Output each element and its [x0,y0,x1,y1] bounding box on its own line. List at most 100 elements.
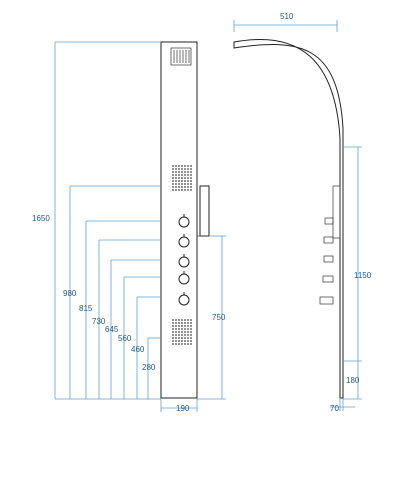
jet-nozzle [184,343,186,345]
jet-nozzle [181,319,183,321]
jet-nozzle [172,168,174,170]
jet-nozzle [181,180,183,182]
knob-5[interactable] [178,292,190,306]
jet-nozzle [181,165,183,167]
side-arm-outline [233,38,344,399]
side-dimension-lines [233,20,362,411]
jet-nozzle [184,168,186,170]
jet-nozzle [190,189,192,191]
jet-nozzle [181,171,183,173]
jet-nozzle [175,180,177,182]
upper-body-jets [172,165,192,191]
side-controls [319,185,341,305]
jet-nozzle [190,343,192,345]
knob-2[interactable] [178,234,190,248]
jet-nozzle [172,177,174,179]
jet-nozzle [175,165,177,167]
jet-nozzle [184,325,186,327]
jet-nozzle [190,186,192,188]
jet-nozzle [178,334,180,336]
jet-nozzle [184,319,186,321]
jet-nozzle [175,319,177,321]
jet-nozzle [172,165,174,167]
jet-nozzle [172,171,174,173]
jet-nozzle [190,177,192,179]
jet-nozzle [181,337,183,339]
jet-nozzle [172,183,174,185]
dim-total-height: 1650 [32,214,50,223]
jet-nozzle [181,325,183,327]
jet-nozzle [175,177,177,179]
jet-nozzle [172,174,174,176]
knob-4[interactable] [178,271,190,285]
jet-nozzle [181,322,183,324]
jet-nozzle [175,328,177,330]
dim-outlet-980: 980 [63,289,77,298]
jet-nozzle [187,174,189,176]
control-knobs [178,214,190,306]
rain-shower-head [170,47,192,66]
jet-nozzle [190,331,192,333]
dim-projection: 510 [280,12,294,21]
jet-nozzle [184,340,186,342]
jet-nozzle [175,186,177,188]
jet-nozzle [181,343,183,345]
jet-nozzle [175,322,177,324]
jet-nozzle [184,183,186,185]
dim-side-height: 750 [212,313,226,322]
hand-shower [199,185,210,237]
knob-1[interactable] [178,214,190,228]
jet-nozzle [187,186,189,188]
jet-nozzle [184,186,186,188]
jet-nozzle [181,331,183,333]
jet-nozzle [187,325,189,327]
jet-nozzle [172,189,174,191]
dim-outlet-815: 815 [79,304,93,313]
jet-nozzle [175,331,177,333]
jet-nozzle [172,186,174,188]
jet-nozzle [175,171,177,173]
dim-bottom-height: 180 [346,376,360,385]
jet-nozzle [184,337,186,339]
dim-outlet-280: 280 [142,363,156,372]
jet-nozzle [172,340,174,342]
jet-nozzle [190,325,192,327]
jet-nozzle [190,168,192,170]
jet-nozzle [184,180,186,182]
jet-nozzle [178,189,180,191]
jet-nozzle [187,165,189,167]
jet-nozzle [172,180,174,182]
dim-depth: 70 [330,404,339,413]
jet-nozzle [184,334,186,336]
jet-nozzle [181,328,183,330]
jet-nozzle [187,180,189,182]
jet-nozzle [187,183,189,185]
jet-nozzle [181,183,183,185]
jet-nozzle [187,343,189,345]
jet-nozzle [178,171,180,173]
side-view: 510 1150 180 70 [233,12,372,413]
jet-nozzle [184,189,186,191]
jet-nozzle [181,334,183,336]
jet-nozzle [178,340,180,342]
jet-nozzle [184,174,186,176]
front-view: 1650 980 815 730 645 560 460 280 190 750 [32,41,226,413]
jet-nozzle [178,180,180,182]
jet-nozzle [178,325,180,327]
jet-nozzle [175,189,177,191]
jet-nozzle [187,334,189,336]
jet-nozzle [187,177,189,179]
jet-nozzle [190,165,192,167]
jet-nozzle [175,183,177,185]
jet-nozzle [184,165,186,167]
jet-nozzle [178,177,180,179]
jet-nozzle [187,168,189,170]
knob-3[interactable] [178,254,190,268]
jet-nozzle [178,183,180,185]
jet-nozzle [190,334,192,336]
jet-nozzle [175,174,177,176]
jet-nozzle [172,328,174,330]
jet-nozzle [190,171,192,173]
jet-nozzle [172,325,174,327]
